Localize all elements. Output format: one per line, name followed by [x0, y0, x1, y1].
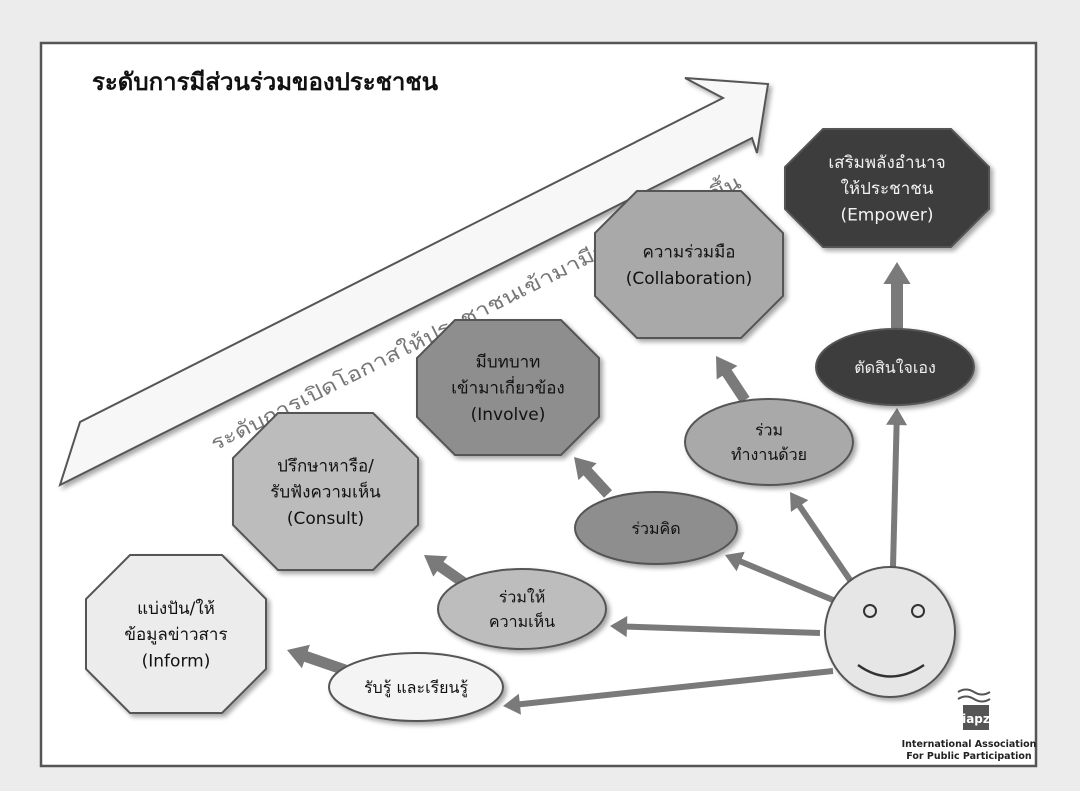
level-4-line-1: ความร่วมมือ [643, 242, 736, 262]
arrow-to-action-2 [610, 616, 821, 638]
smiley-right-eye [911, 604, 925, 618]
arrow-to-level-3 [574, 457, 612, 498]
action-1: รับรู้ และเรียนรู้ [328, 652, 504, 722]
action-ellipse [328, 652, 504, 722]
level-octagon [232, 412, 419, 571]
level-5-line-2: ให้ประชาชน [841, 178, 934, 199]
action-5: ตัดสินใจเอง [815, 328, 975, 406]
action-1-line-1: รับรู้ และเรียนรู้ [364, 678, 469, 698]
level-5-line-3: (Empower) [840, 205, 933, 225]
smiley-mouth [857, 663, 925, 678]
action-ellipse [815, 328, 975, 406]
action-2-line-1: ร่วมให้ [499, 587, 545, 606]
action-4: ร่วมทำงานด้วย [684, 398, 854, 486]
logo-org-line1: International Association [902, 739, 1037, 750]
smiley-face-icon [824, 566, 956, 698]
arrow-to-action-5 [886, 408, 908, 568]
level-1-line-3: (Inform) [142, 651, 211, 671]
arrow-to-action-3 [725, 551, 835, 603]
diagram-title: ระดับการมีส่วนร่วมของประชาชน [92, 68, 439, 96]
level-octagon [784, 128, 990, 248]
level-3-line-2: เข้ามาเกี่ยวข้อง [451, 376, 564, 399]
action-3: ร่วมคิด [574, 491, 738, 565]
logo-mark: iapz [962, 712, 990, 726]
action-ellipse [437, 568, 607, 650]
logo-org-line2: For Public Participation [906, 751, 1032, 762]
level-2-line-3: (Consult) [287, 509, 364, 529]
level-3-line-1: มีบทบาท [476, 352, 541, 372]
level-5-line-1: เสริมพลังอำนาจ [828, 153, 945, 173]
iap2-logo: iapz International Association For Publi… [902, 688, 1037, 762]
action-3-line-1: ร่วมคิด [631, 519, 680, 538]
arrow-to-level-4 [716, 356, 750, 403]
action-4-line-2: ทำงานด้วย [731, 445, 807, 464]
level-3-line-3: (Involve) [471, 405, 546, 425]
arrow-to-action-4 [790, 492, 853, 582]
arrow-to-action-1 [503, 668, 834, 715]
participant-actions: รับรู้ และเรียนรู้ ร่วมให้ความเห็น ร่วมคิด… [328, 328, 975, 722]
action-2-line-2: ความเห็น [489, 611, 555, 631]
level-4-line-2: (Collaboration) [626, 269, 753, 289]
logo-waves-icon [957, 688, 991, 703]
level-octagon [416, 319, 600, 456]
action-2: ร่วมให้ความเห็น [437, 568, 607, 650]
level-2-line-1: ปรึกษาหารือ/ [277, 456, 374, 476]
participation-levels: แบ่งปัน/ให้ข้อมูลข่าวสาร (Inform) ปรึกษาหา… [85, 128, 990, 714]
level-4: ความร่วมมือ (Collaboration) [594, 190, 784, 339]
action-ellipse [684, 398, 854, 486]
connector-arrows [287, 262, 911, 715]
smiley-left-eye [863, 604, 877, 618]
action-4-line-1: ร่วม [755, 420, 783, 439]
arrow-to-level-5 [883, 262, 911, 332]
level-2: ปรึกษาหารือ/รับฟังความเห็น (Consult) [232, 412, 419, 571]
logo-badge [963, 705, 989, 730]
arrow-to-level-1 [287, 644, 347, 676]
big-arrow-shape [58, 77, 770, 487]
action-ellipse [574, 491, 738, 565]
level-1-line-2: ข้อมูลข่าวสาร [124, 625, 227, 645]
arrow-to-level-2 [424, 555, 471, 590]
level-1: แบ่งปัน/ให้ข้อมูลข่าวสาร (Inform) [85, 554, 267, 714]
level-octagon [85, 554, 267, 714]
level-octagon [594, 190, 784, 339]
level-1-line-1: แบ่งปัน/ให้ [137, 598, 215, 619]
action-5-line-1: ตัดสินใจเอง [854, 358, 936, 377]
level-2-line-2: รับฟังความเห็น [270, 481, 381, 503]
